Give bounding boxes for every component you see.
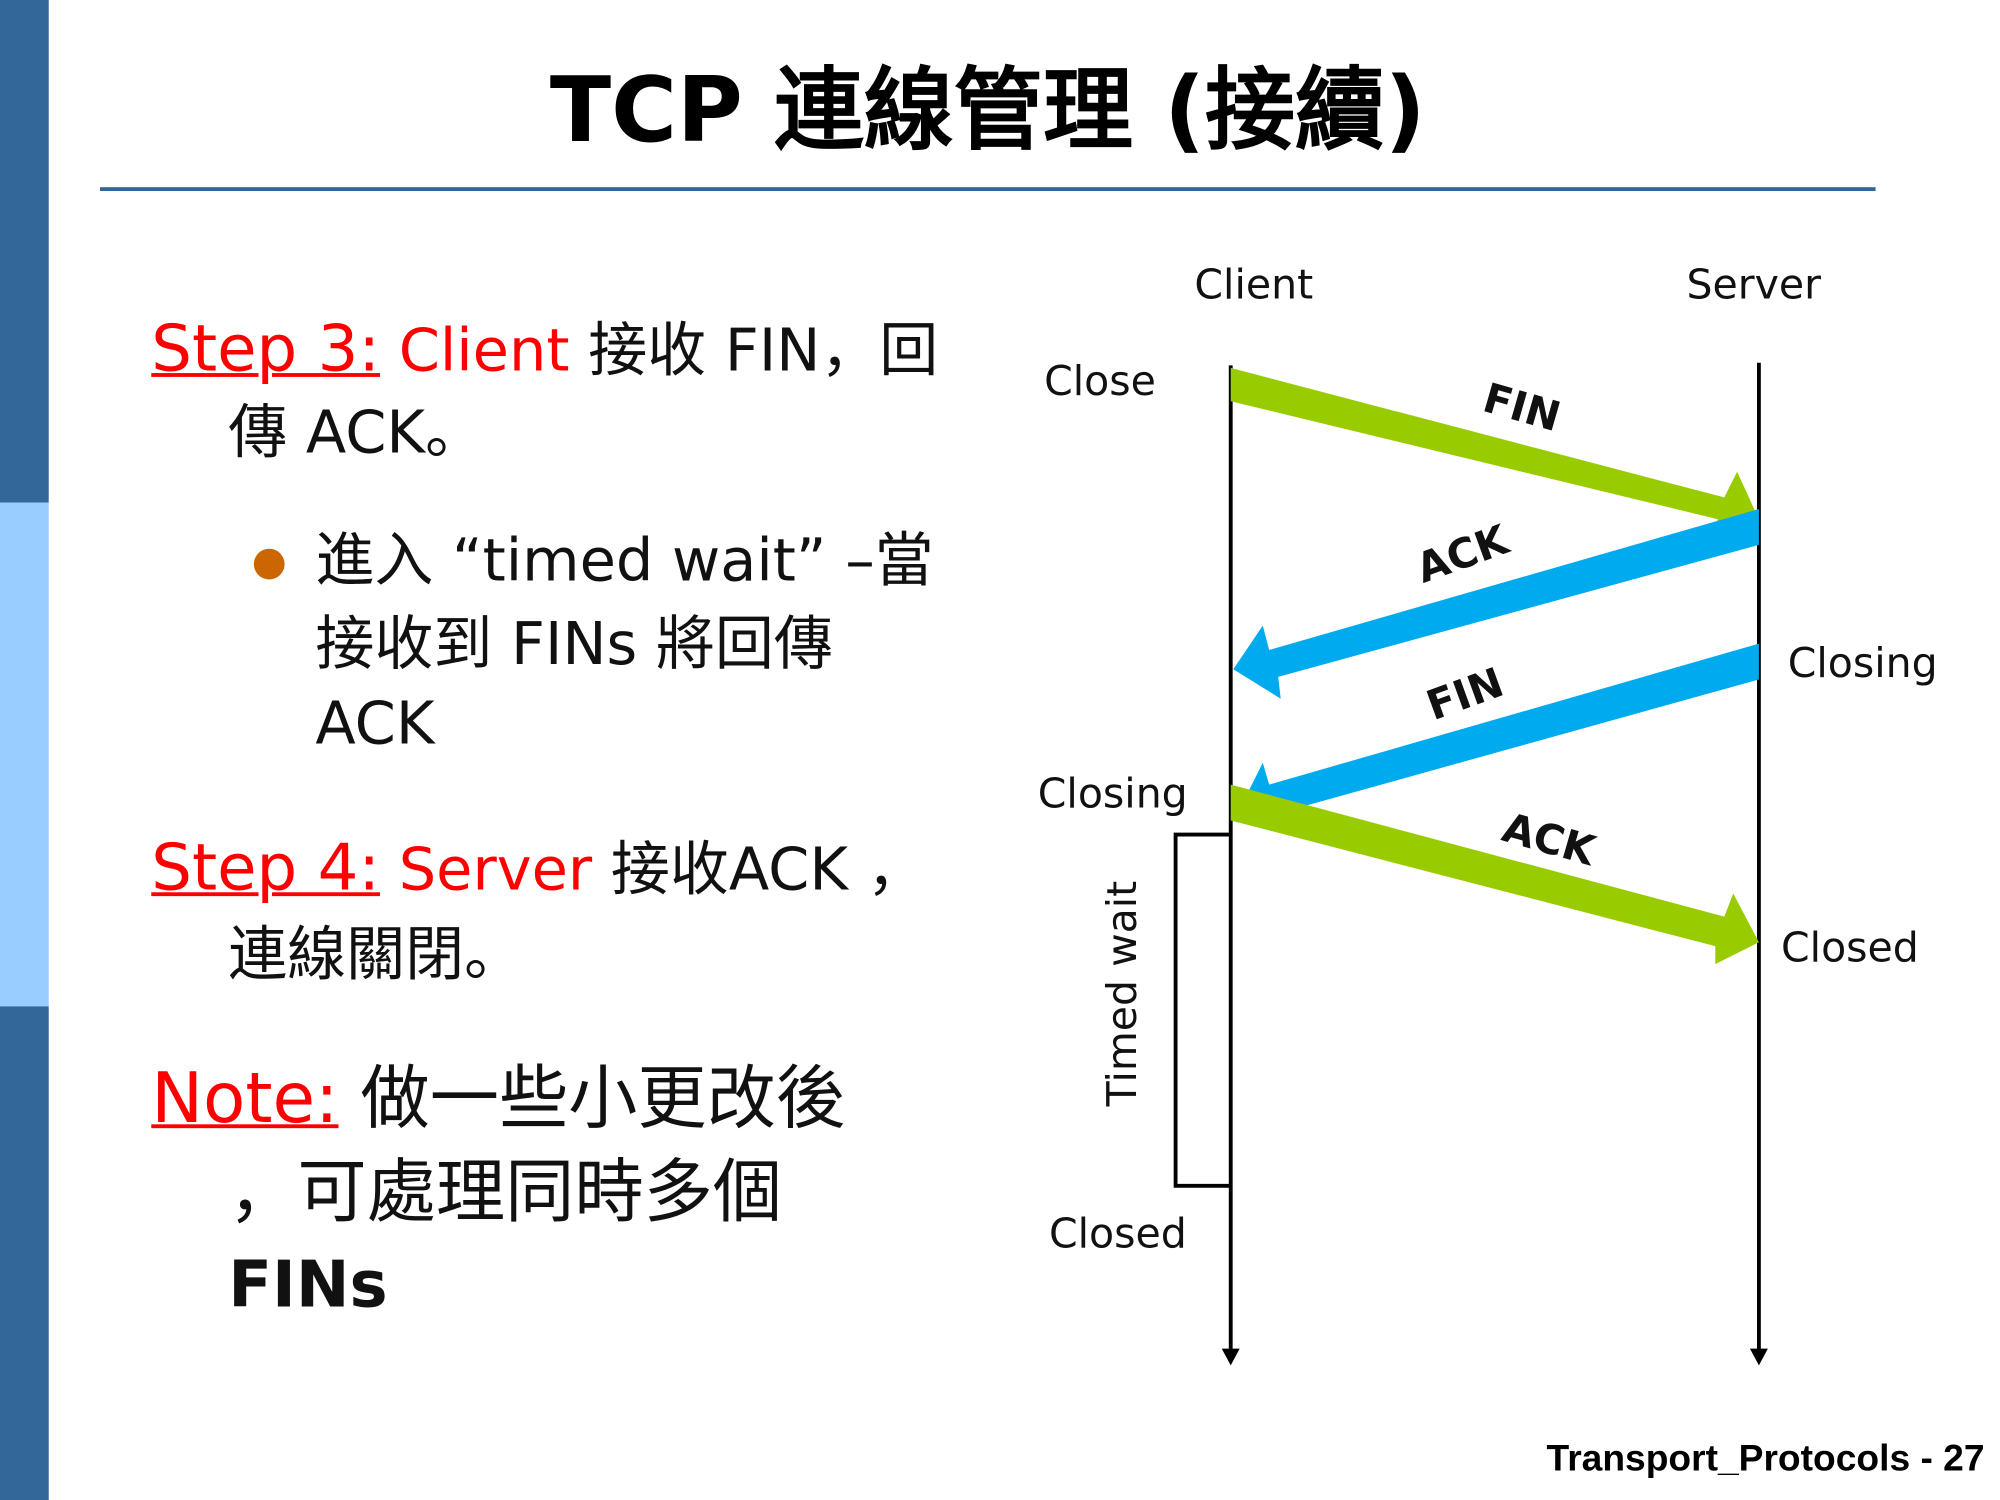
server-label: Server (1687, 261, 1822, 309)
note-line2: ，可處理同時多個 (228, 1151, 783, 1233)
step4-line2: 連線關閉。 (228, 919, 524, 989)
msg-fin-1: FIN (1478, 374, 1566, 442)
client-label: Client (1194, 261, 1313, 309)
server-timeline-arrowhead (1749, 1348, 1768, 1366)
server-state-closing: Closing (1788, 639, 1938, 687)
msg-fin-2: FIN (1420, 658, 1509, 730)
step4-text: 接收ACK ， (592, 834, 926, 904)
fin-arrow-client-to-server (1230, 367, 1759, 539)
step3-label: Step 3: (151, 311, 380, 386)
client-state-close: Close (1044, 357, 1156, 405)
title-rule (99, 187, 1876, 192)
step4-actor: Server (398, 834, 593, 904)
note-text: 做一些小更改後 (338, 1057, 846, 1139)
step3-line2: 傳 ACK。 (228, 397, 485, 467)
server-state-closed: Closed (1781, 924, 1919, 972)
slide-title: TCP 連線管理 (接續) (549, 57, 1426, 163)
slide-footer: Transport_Protocols - 27 (1546, 1438, 1985, 1480)
step3-text: 接收 FIN，回 (569, 315, 939, 385)
client-state-closed: Closed (1049, 1209, 1187, 1257)
step4-line1: Step 4: Server 接收ACK ， (151, 827, 925, 910)
sidebar-band-middle (0, 502, 49, 1007)
step4-label: Step 4: (151, 830, 380, 906)
fin-arrow-server-to-client (1243, 643, 1759, 821)
timed-wait-label: Timed wait (1098, 881, 1146, 1108)
msg-ack-1: ACK (1410, 515, 1516, 593)
step3-line1: Step 3: Client 接收 FIN，回 (151, 308, 938, 391)
bullet-line1: 進入 “timed wait” –當 (315, 525, 934, 595)
bullet-dot (253, 548, 285, 580)
bullet-line3: ACK (315, 688, 435, 758)
note-line1: Note: 做一些小更改後 (151, 1058, 845, 1140)
client-timeline-arrowhead (1221, 1348, 1240, 1366)
ack-arrow-client-to-server (1230, 784, 1759, 965)
bullet-line2: 接收到 FINs 將回傳 (315, 608, 833, 679)
ack-arrow-server-to-client (1233, 508, 1759, 699)
sidebar-band-bottom (0, 1006, 49, 1500)
note-line3: FINs (228, 1247, 388, 1322)
timed-wait-box (1173, 832, 1231, 1188)
step3-actor: Client (398, 315, 570, 385)
client-state-closing: Closing (1038, 770, 1188, 818)
sidebar-band-top (0, 0, 49, 503)
note-label: Note: (151, 1057, 339, 1139)
